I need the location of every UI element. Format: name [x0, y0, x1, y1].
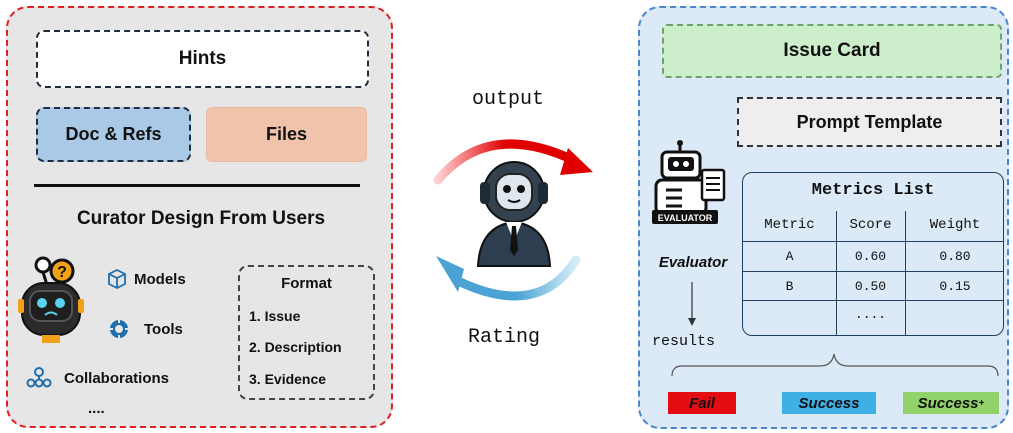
table-divider [743, 300, 1003, 301]
evaluator-badge-text: EVALUATOR [658, 213, 713, 223]
divider [34, 184, 360, 187]
metrics-title: Metrics List [811, 181, 935, 200]
people-network-icon [26, 367, 52, 388]
cube-icon [108, 268, 126, 290]
evaluator-robot-icon: EVALUATOR [652, 140, 726, 224]
gear-icon [110, 320, 128, 338]
curly-brace-icon [671, 353, 999, 377]
table-divider [905, 211, 906, 335]
down-arrow-icon [688, 282, 696, 326]
success-label: Success [798, 394, 860, 412]
fail-label: Fail [689, 394, 715, 412]
doc-refs-box: Doc & Refs [36, 107, 191, 162]
table-cell: 0.50 [854, 279, 887, 294]
format-item: 1. Issue [249, 308, 301, 324]
table-cell: A [785, 249, 794, 264]
more-ellipsis: .... [88, 400, 105, 417]
format-item: 2. Description [249, 339, 342, 355]
metrics-list-card: Metrics List Metric Score Weight A 0.60 … [742, 172, 1004, 336]
table-cell: 0.15 [939, 279, 971, 294]
table-cell: 0.80 [939, 249, 971, 264]
svg-text:?: ? [57, 264, 67, 281]
table-divider [743, 271, 1003, 272]
fail-badge: Fail [668, 392, 736, 414]
collaborations-item: Collaborations [26, 366, 169, 390]
hints-box: Hints [36, 30, 369, 88]
prompt-template-box: Prompt Template [737, 97, 1002, 147]
files-box: Files [206, 107, 367, 162]
output-label: output [472, 88, 545, 111]
column-header: Metric [764, 217, 815, 233]
output-arrow-icon [433, 139, 578, 185]
success-badge: Success [782, 392, 876, 414]
results-label: results [652, 333, 716, 350]
tools-item: Tools [108, 318, 183, 340]
curator-robot-icon: ? [18, 256, 84, 343]
collaborations-label: Collaborations [64, 369, 170, 387]
rating-label: Rating [468, 326, 541, 349]
agent-robot-icon [476, 161, 552, 267]
table-divider [836, 211, 837, 335]
tools-label: Tools [144, 320, 183, 338]
evaluator-label: Evaluator [658, 254, 728, 271]
rating-arrowhead-icon [436, 256, 464, 292]
feedback-cycle [433, 139, 593, 301]
column-header: Weight [929, 217, 981, 233]
models-item: Models [106, 268, 186, 290]
format-title: Format [281, 275, 332, 292]
rating-arrow-icon [451, 255, 581, 301]
success-plus-badge: Success+ [903, 392, 999, 414]
curator-design-title: Curator Design From Users [76, 208, 326, 229]
column-header: Score [849, 217, 892, 233]
table-divider [743, 241, 1003, 242]
models-label: Models [134, 270, 186, 288]
output-arrowhead-icon [560, 148, 593, 175]
success-plus-label: Success [917, 394, 979, 412]
format-item: 3. Evidence [249, 371, 327, 387]
plus-superscript: + [978, 397, 985, 409]
format-box: Format 1. Issue 2. Description 3. Eviden… [238, 265, 375, 400]
table-cell: B [785, 279, 794, 294]
table-cell: .... [854, 307, 887, 322]
issue-card-box: Issue Card [662, 24, 1002, 78]
table-cell: 0.60 [854, 249, 887, 264]
